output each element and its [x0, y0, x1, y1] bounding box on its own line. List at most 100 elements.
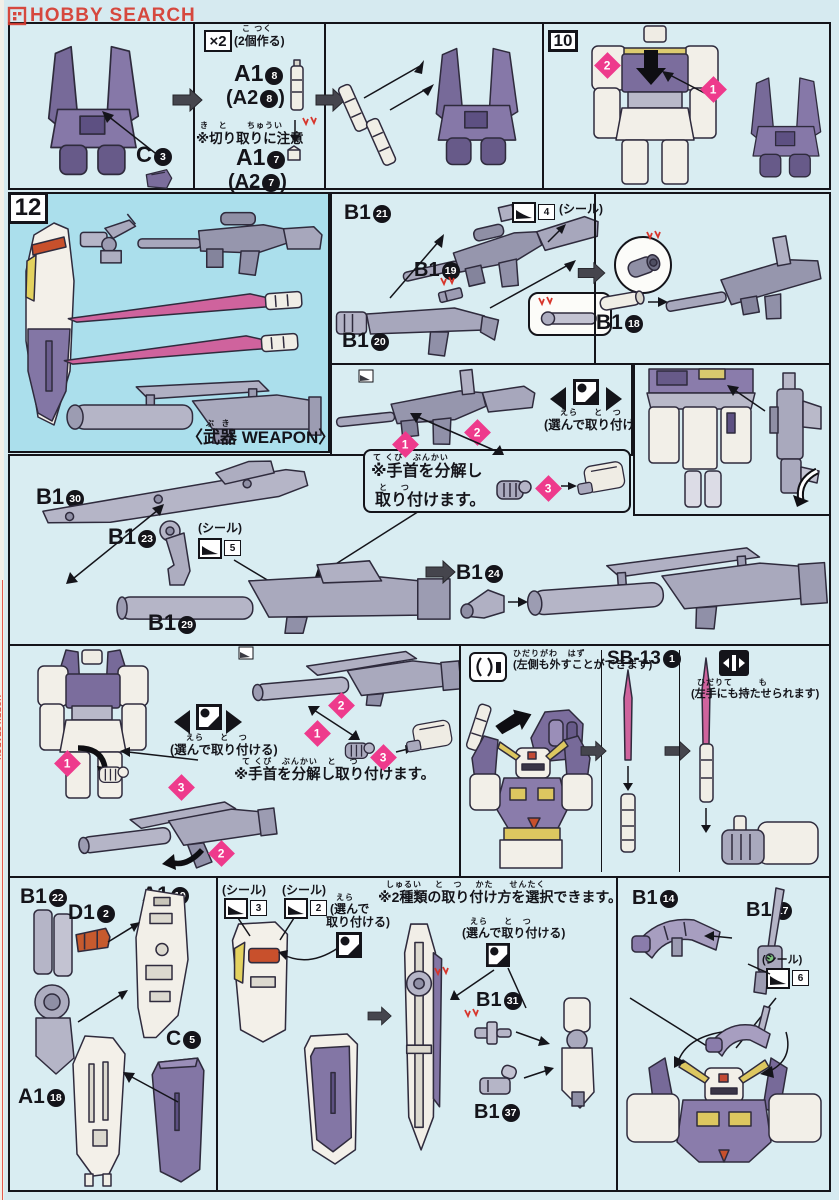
select-furigana: えら と つ — [186, 733, 248, 742]
pointer-line — [279, 917, 295, 941]
detach-furigana: ひだりがわ はず — [513, 649, 586, 658]
illus-peg-part — [540, 311, 597, 326]
seal-number: 5 — [224, 540, 241, 556]
illus-beam-blade — [623, 669, 633, 761]
select-note: (選んで取り付ける) — [462, 926, 566, 940]
seal-label: (シール) — [762, 954, 803, 966]
select-note-line2: 取り付ける) — [326, 915, 390, 929]
pointer-arrow — [450, 969, 495, 1000]
illus-beam-saber-assembled — [699, 657, 714, 803]
panel-rifle-hand: えら と つ (選んで取り付ける) 2 1 — [330, 363, 652, 458]
select-option-icon — [196, 704, 222, 730]
pointer-curve — [278, 947, 339, 961]
select-option-icon — [486, 943, 510, 967]
select-arrow-right-icon — [606, 387, 622, 411]
panel-step12-weapons: 12 ぶ き 〈武器 WEAPON〉 — [8, 192, 335, 453]
weapon-caption: 〈武器 WEAPON〉 — [186, 428, 336, 447]
select-furigana: えら — [336, 893, 354, 902]
pointer-curve — [674, 1031, 723, 1068]
seal-number: 4 — [538, 204, 555, 220]
step-marker-3: 3 — [535, 475, 562, 502]
double-arrow — [410, 413, 504, 455]
illus-hand — [344, 742, 375, 759]
hobby-search-watermark: HOBBY SEARCH — [7, 5, 196, 27]
caution-marks-icon — [646, 230, 661, 241]
illus-part-c3 — [145, 169, 173, 189]
inset-muzzle-detail — [614, 230, 672, 294]
illus-shield-inner — [231, 921, 289, 1043]
seal-icon — [284, 898, 308, 919]
seal-number: 6 — [792, 970, 809, 986]
illus-shield-white — [72, 1035, 126, 1187]
pointer-arrow — [648, 297, 668, 307]
insert-arrow-down-icon — [636, 50, 666, 85]
hold-note: (左手にも持たせられます) — [691, 688, 820, 700]
wrist-note: ※手首を分解し取り付けます。 — [234, 767, 436, 783]
illus-part-b1-19 — [437, 287, 464, 304]
pointer-arrow — [77, 990, 128, 1023]
caution-marks-icon — [464, 1008, 479, 1019]
seal-label: (シール) — [222, 883, 266, 897]
pointer-arrow — [363, 60, 434, 111]
select-arrow-left-icon — [174, 710, 190, 734]
illus-rifle-lower — [335, 307, 500, 357]
multiplier-note: (2個作る) — [234, 34, 285, 48]
select-furigana: えら と つ — [470, 917, 532, 926]
sticker-flag-icon — [238, 646, 254, 660]
select-option-icon — [336, 932, 362, 958]
illus-backpack-purple — [750, 77, 822, 178]
illus-backpack-purple — [435, 47, 519, 166]
types-note: ※2種類の取り付け方を選択できます。 — [378, 889, 622, 905]
weapon-caption-furigana: ぶ き — [206, 419, 231, 428]
pointer-arrow — [561, 482, 577, 490]
illus-bazooka-body — [116, 560, 451, 634]
caution-marks-icon — [538, 296, 553, 307]
illus-shield — [25, 222, 75, 426]
illus-muzzle-part — [460, 589, 505, 619]
illus-part-a17 — [287, 145, 301, 161]
wrist-furigana-2: と つ — [379, 483, 410, 492]
flow-arrow-right-icon — [367, 1006, 392, 1026]
illus-bazooka-rail — [42, 460, 309, 524]
illus-shield-back-vertical — [403, 923, 443, 1151]
pointer-arrow — [623, 766, 633, 791]
illus-fist-holding — [721, 815, 819, 865]
select-note: (選んで取り付ける) — [544, 418, 652, 432]
wrist-furigana-1: て くび ぶんかい — [373, 453, 449, 462]
illus-shield-purple — [151, 1057, 205, 1183]
panel-shield-assembly: (シール) 3 (シール) 2 えら (選んで 取り付ける) しゅるい と つ … — [216, 876, 622, 1192]
step-number-10: 10 — [548, 30, 578, 52]
illus-peg-b1-31 — [474, 1021, 512, 1045]
flow-arrow-right-icon — [580, 740, 607, 762]
select-note-line1: (選んで — [330, 902, 370, 916]
pointer-arrow — [547, 224, 566, 243]
illus-robot-arm — [561, 997, 595, 1109]
hold-both-hands-icon — [719, 650, 749, 676]
seal-label: (シール) — [559, 202, 603, 216]
flow-arrow-right-icon — [315, 87, 346, 113]
illus-bazooka-complete — [526, 547, 829, 630]
hobby-search-side-watermark: HOBBY SEARCH — [0, 695, 2, 760]
illus-saber-grip-part — [365, 117, 397, 166]
seal-number: 3 — [250, 900, 267, 916]
illus-bazooka-grip-part — [159, 520, 191, 586]
step-number-12: 12 — [8, 192, 48, 224]
illus-shield-assembled — [303, 1033, 359, 1165]
pointer-arrow — [389, 234, 444, 299]
pointer-line — [507, 967, 527, 1009]
seal-label: (シール) — [198, 521, 242, 535]
illus-part-b1-18 — [599, 290, 645, 311]
select-option-icon — [573, 379, 599, 405]
seal-icon — [224, 898, 248, 919]
illus-saber-grip-box — [405, 719, 453, 753]
